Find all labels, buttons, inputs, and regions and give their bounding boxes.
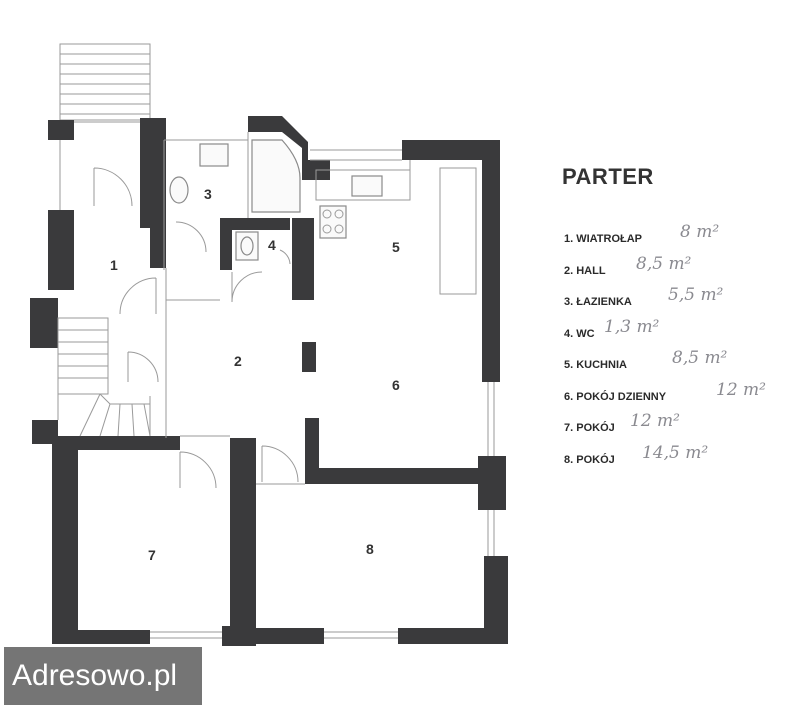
bathroom-fixtures xyxy=(169,139,301,261)
room-number-6: 6 xyxy=(392,377,400,393)
room-number-4: 4 xyxy=(268,237,276,253)
staircase xyxy=(57,317,151,437)
room-number-8: 8 xyxy=(366,541,374,557)
room-number-3: 3 xyxy=(204,186,212,202)
room-row: 6. POKÓJ DZIENNY 12 m² xyxy=(564,380,804,418)
room-label: 2. HALL xyxy=(564,264,606,277)
room-area: 12 m² xyxy=(716,379,766,400)
entrance-steps xyxy=(59,43,151,121)
room-row: 8. POKÓJ 14,5 m² xyxy=(564,443,804,481)
room-area: 8 m² xyxy=(680,222,720,242)
hall-pillar xyxy=(304,344,316,372)
room-label: 6. POKÓJ DZIENNY xyxy=(564,390,667,403)
room-area: 8,5 m² xyxy=(672,348,728,368)
room-area: 8,5 m² xyxy=(636,253,692,274)
room-row: 7. POKÓJ 12 m² xyxy=(564,411,804,449)
room-row: 2. HALL 8,5 m² xyxy=(564,254,804,292)
room-number-5: 5 xyxy=(392,239,400,255)
room-label: 5. KUCHNIA xyxy=(564,359,627,371)
room-area: 14,5 m² xyxy=(642,442,709,463)
room-label: 8. POKÓJ xyxy=(564,453,615,466)
room-area: 12 m² xyxy=(630,411,680,431)
plan-title: PARTER xyxy=(562,164,654,189)
room-area: 5,5 m² xyxy=(668,285,724,305)
walls xyxy=(30,116,508,646)
room-row: 3. ŁAZIENKA 5,5 m² xyxy=(564,285,804,323)
room-row: 1. WIATROŁAP 8 m² xyxy=(564,222,804,260)
room-label: 7. POKÓJ xyxy=(564,422,615,434)
room-number-7: 7 xyxy=(148,547,156,563)
room-label: 1. WIATROŁAP xyxy=(564,233,643,245)
watermark-logo: Adresowo.pl xyxy=(2,645,204,707)
room-number-2: 2 xyxy=(234,353,242,369)
room-list: 1. WIATROŁAP 8 m² 2. HALL 8,5 m² 3. ŁAZI… xyxy=(564,222,804,481)
room-row: 5. KUCHNIA 8,5 m² xyxy=(564,348,804,386)
room-label: 3. ŁAZIENKA xyxy=(564,296,632,308)
room-label: 4. WC xyxy=(564,327,595,340)
kitchen-units xyxy=(315,167,477,295)
interior-lines xyxy=(57,121,495,639)
room-row: 4. WC 1,3 m² xyxy=(564,317,804,355)
room-area: 1,3 m² xyxy=(604,316,660,337)
door-swings xyxy=(93,167,299,489)
room-number-1: 1 xyxy=(110,257,118,273)
